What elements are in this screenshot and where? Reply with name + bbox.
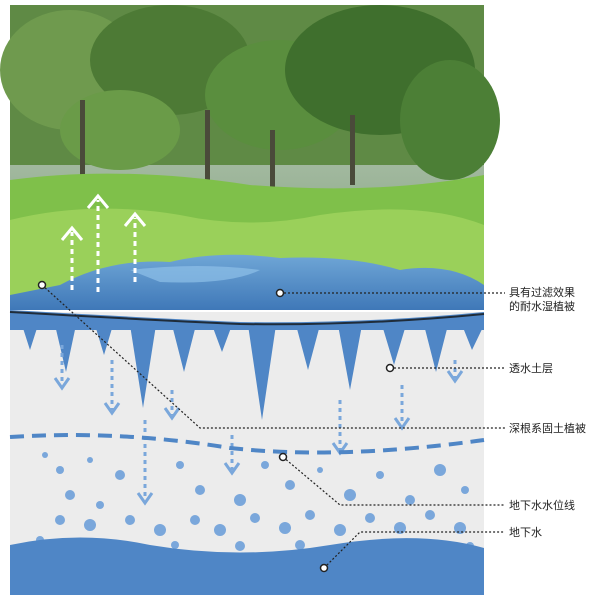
label-permeable-soil: 透水土层 (509, 362, 553, 375)
pond-water (10, 254, 484, 310)
label-filter-vegetation-2: 的耐水湿植被 (509, 300, 575, 313)
label-groundwater: 地下水 (509, 526, 542, 539)
infiltration-arrows (53, 345, 464, 506)
label-deep-root-vegetation: 深根系固土植被 (509, 422, 586, 435)
leader-lines (41, 284, 505, 569)
forest-background (0, 5, 500, 305)
evaporation-arrows (60, 193, 147, 292)
root-zone (9, 310, 485, 420)
water-table-line (9, 433, 485, 455)
label-water-table: 地下水水位线 (509, 499, 575, 512)
groundwater-body (10, 537, 484, 595)
label-markers (37, 280, 395, 573)
label-filter-vegetation-1: 具有过滤效果 (509, 286, 575, 299)
